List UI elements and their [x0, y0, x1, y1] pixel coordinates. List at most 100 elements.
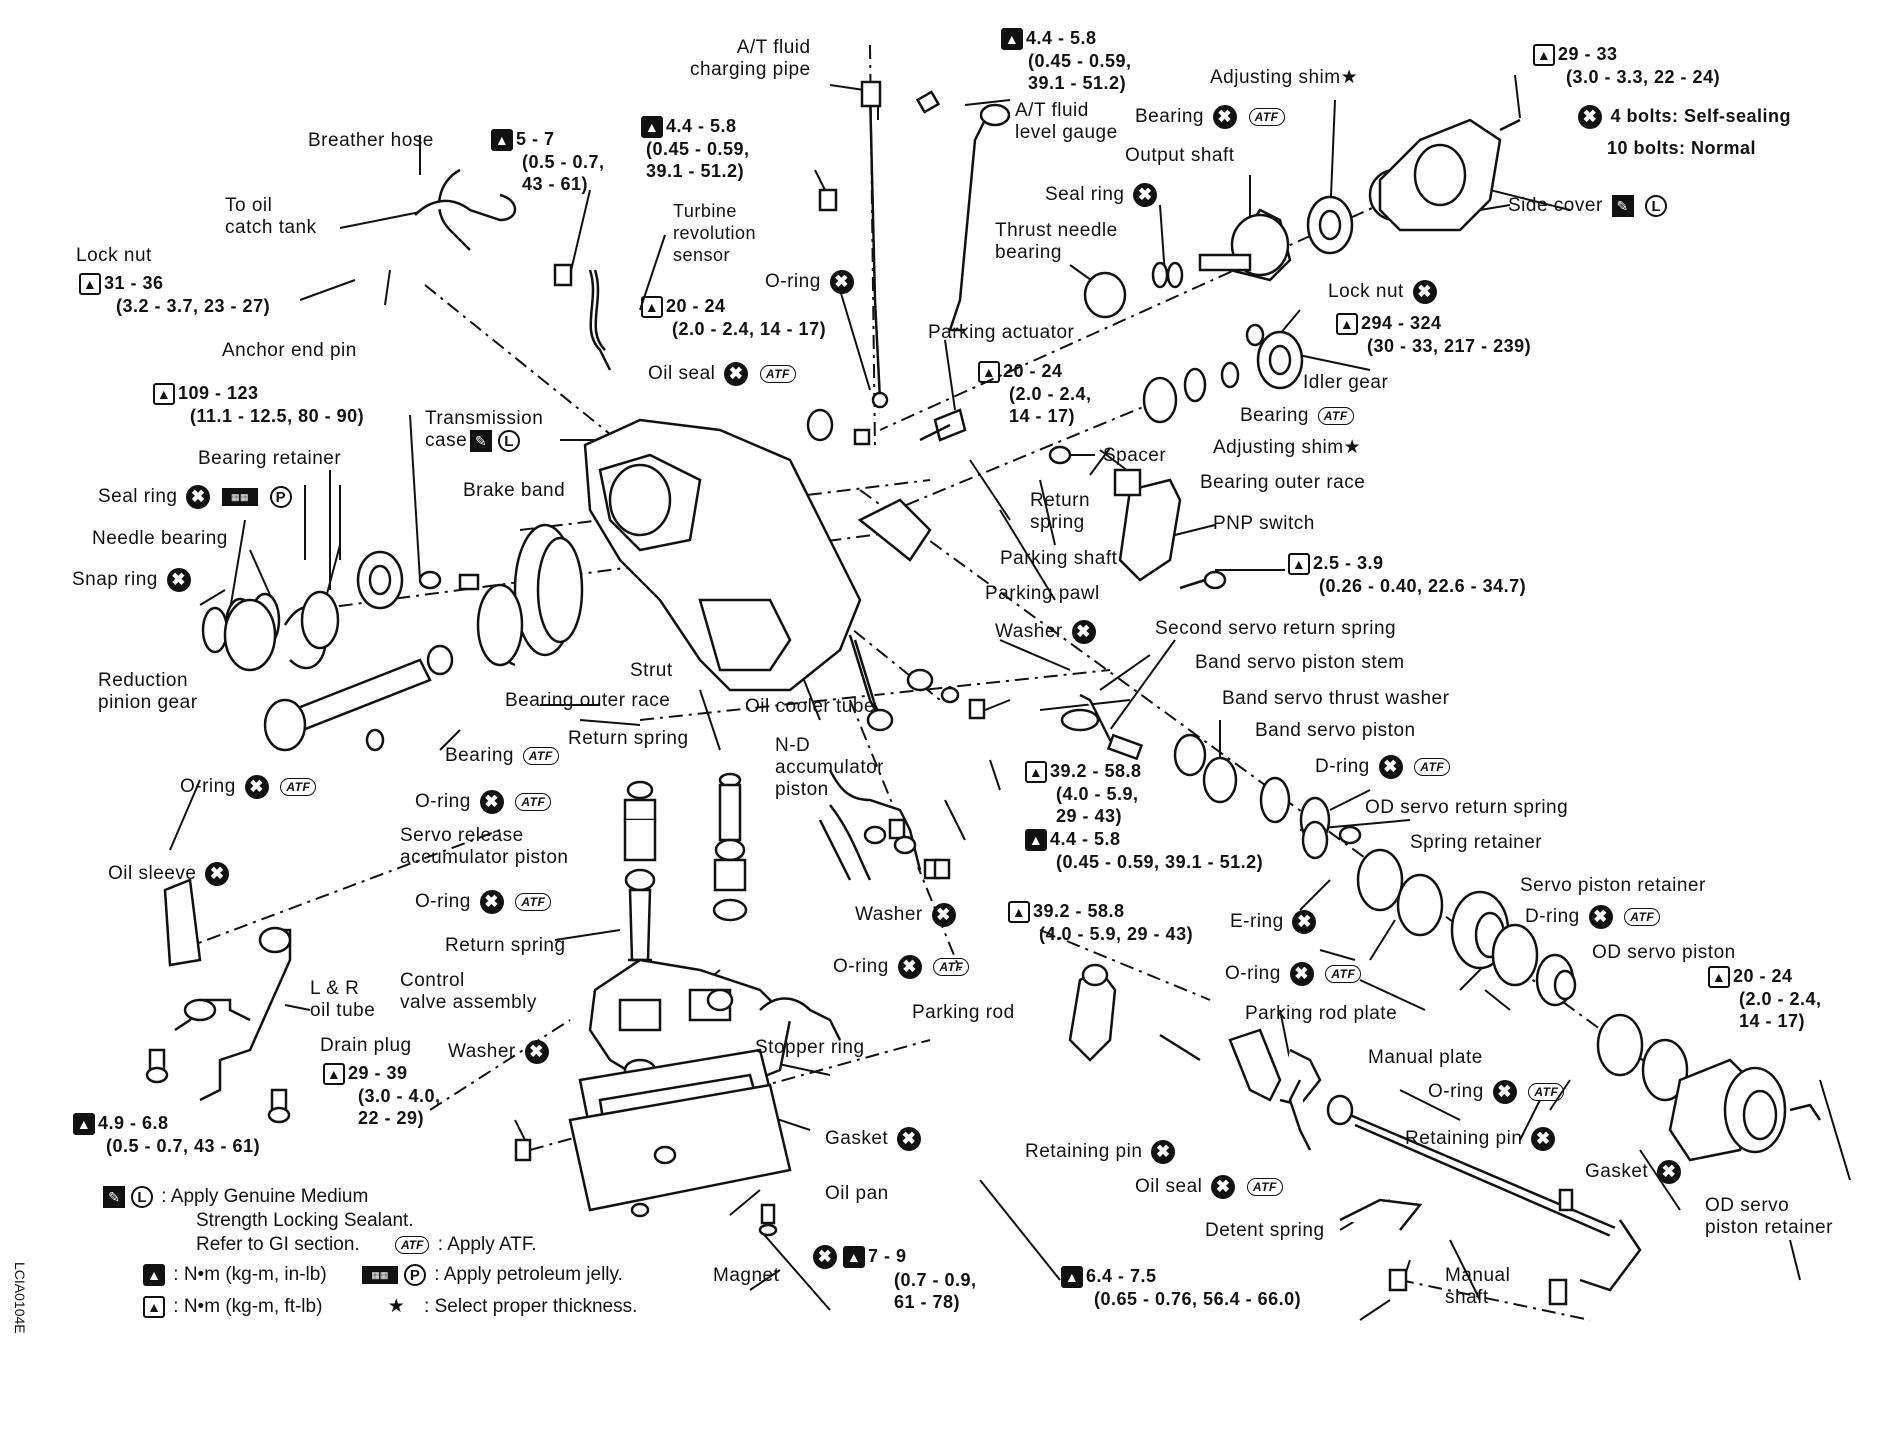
torque-label-20-24-b: ▲20 - 24 (2.0 - 2.4, 14 - 17) — [975, 360, 1092, 427]
replace-x-icon: ✖ — [186, 485, 211, 509]
label-needle-bearing: Needle bearing — [92, 528, 228, 549]
torque-label-31-36: ▲31 - 36 (3.2 - 3.7, 23 - 27) — [76, 272, 270, 317]
atf-icon: ATF — [522, 746, 559, 765]
label-transmission-case: Transmission case✎L — [425, 408, 544, 452]
torque-label-5-7: ▲5 - 7 (0.5 - 0.7, 43 - 61) — [488, 128, 605, 195]
sealant-icon: ✎ — [103, 1185, 125, 1208]
label-band-servo-piston: Band servo piston — [1255, 720, 1416, 741]
label-bearing-outer-race-right: Bearing outer race — [1200, 472, 1366, 493]
label-thrust-needle-bearing: Thrust needle bearing — [995, 220, 1118, 263]
label-parking-actuator: Parking actuator — [928, 322, 1075, 343]
label-return-spring-mid: Return spring — [568, 728, 689, 749]
label-band-servo-piston-stem: Band servo piston stem — [1195, 652, 1405, 673]
label-od-servo-piston: OD servo piston — [1592, 942, 1736, 963]
label-lock-nut-right: Lock nut ✖ — [1328, 280, 1440, 304]
torque-wrench-outline-icon: ▲ — [323, 1063, 345, 1086]
label-manual-plate: Manual plate — [1368, 1047, 1483, 1068]
torque-wrench-outline-icon: ▲ — [1025, 761, 1047, 784]
label-side-cover: Side cover ✎ L — [1508, 195, 1670, 217]
label-seal-ring-top: Seal ring ✖ — [1045, 183, 1160, 207]
torque-wrench-outline-icon: ▲ — [1288, 553, 1310, 576]
label-oil-cooler-tube: Oil cooler tube — [745, 696, 876, 717]
label-lock-nut-left: Lock nut — [76, 245, 152, 266]
replace-x-icon: ✖ — [244, 775, 269, 799]
label-servo-release-acc: Servo release accumulator piston — [400, 825, 569, 868]
sealant-icon: ✎ — [470, 430, 493, 452]
label-retaining-pin-right: Retaining pin ✖ — [1405, 1127, 1558, 1151]
label-l-r-oil-tube: L & R oil tube — [310, 978, 376, 1021]
label-bearing-top: Bearing ✖ ATF — [1135, 105, 1288, 129]
label-reduction-pinion-gear: Reduction pinion gear — [98, 670, 198, 713]
label-washer-top: Washer ✖ — [995, 620, 1099, 644]
atf-icon: ATF — [1246, 1178, 1283, 1196]
label-bearing-retainer: Bearing retainer — [198, 448, 342, 469]
label-anchor-end-pin: Anchor end pin — [222, 340, 357, 361]
label-manual-shaft: Manual shaft — [1445, 1265, 1511, 1308]
torque-label-392-b: ▲39.2 - 58.8 (4.0 - 5.9, 29 - 43) — [1005, 900, 1193, 945]
label-spacer: Spacer — [1103, 445, 1167, 466]
replace-x-icon: ✖ — [897, 955, 922, 979]
replace-x-icon: ✖ — [1378, 755, 1403, 779]
atf-icon: ATF — [1414, 758, 1451, 776]
label-e-ring: E-ring ✖ — [1230, 910, 1319, 934]
legend: ✎L : Apply Genuine Medium Strength Locki… — [100, 1185, 637, 1319]
label-parking-rod: Parking rod — [912, 1002, 1015, 1023]
star-icon: ★ — [387, 1296, 405, 1317]
label-od-servo-piston-retainer: OD servo piston retainer — [1705, 1195, 1833, 1238]
atf-icon: ATF — [515, 893, 552, 911]
torque-wrench-outline-icon: ▲ — [1336, 313, 1358, 336]
star-icon: ★ — [1343, 437, 1362, 458]
torque-label-29-39: ▲29 - 39 (3.0 - 4.0, 22 - 29) — [320, 1062, 441, 1129]
legend-row-torque-inlb: ▲ : N•m (kg-m, in-lb) ▦▦P : Apply petrol… — [140, 1263, 637, 1287]
replace-x-icon: ✖ — [166, 568, 191, 592]
legend-row-torque-ftlb: ▲ : N•m (kg-m, ft-lb) ★ : Select proper … — [140, 1295, 637, 1319]
replace-x-icon: ✖ — [1151, 1140, 1176, 1164]
replace-x-icon: ✖ — [1588, 905, 1613, 929]
torque-label-25-39: ▲2.5 - 3.9 (0.26 - 0.40, 22.6 - 34.7) — [1285, 552, 1526, 597]
atf-icon: ATF — [1528, 1083, 1565, 1101]
replace-x-icon: ✖ — [1211, 1175, 1236, 1199]
label-oil-pan: Oil pan — [825, 1183, 889, 1204]
torque-label-109: ▲109 - 123 (11.1 - 12.5, 80 - 90) — [150, 382, 364, 427]
replace-x-icon: ✖ — [829, 270, 854, 294]
star-icon: ★ — [1340, 67, 1359, 88]
label-oil-sleeve: Oil sleeve ✖ — [108, 862, 232, 886]
label-bearing-right: Bearing ATF — [1240, 405, 1357, 427]
legend-row-sealant: ✎L : Apply Genuine Medium — [100, 1185, 637, 1209]
label-breather-hose: Breather hose — [308, 130, 434, 151]
label-spring-retainer: Spring retainer — [1410, 832, 1543, 853]
torque-label-29-33: ▲29 - 33 (3.0 - 3.3, 22 - 24) — [1530, 43, 1720, 88]
label-bearing-left: Bearing ATF — [445, 745, 562, 767]
atf-icon: ATF — [1317, 406, 1354, 425]
torque-wrench-outline-icon: ▲ — [1008, 901, 1030, 924]
letter-l-icon: L — [1645, 195, 1668, 217]
atf-icon: ATF — [1624, 908, 1661, 926]
label-washer-low: Washer ✖ — [448, 1040, 552, 1064]
torque-wrench-outline-icon: ▲ — [1708, 966, 1730, 989]
petroleum-jelly-icon: ▦▦ — [361, 1265, 398, 1284]
atf-icon: ATF — [394, 1235, 430, 1254]
label-o-ring-far: O-ring ✖ ATF — [1428, 1080, 1567, 1104]
label-parking-shaft: Parking shaft — [1000, 548, 1118, 569]
torque-label-392-a: ▲39.2 - 58.8 (4.0 - 5.9, 29 - 43) — [1022, 760, 1142, 827]
torque-label-44-top: ▲4.4 - 5.8 (0.45 - 0.59, 39.1 - 51.2) — [998, 27, 1132, 94]
letter-p-icon: P — [403, 1263, 426, 1286]
label-od-servo-return-spring: OD servo return spring — [1365, 797, 1569, 818]
label-o-ring-cv: O-ring ✖ ATF — [833, 955, 972, 979]
label-o-ring-left: O-ring ✖ ATF — [180, 775, 319, 799]
label-return-spring-top: Return spring — [1030, 490, 1091, 533]
label-return-spring-low: Return spring — [445, 935, 566, 956]
label-parking-pawl: Parking pawl — [985, 583, 1100, 604]
label-control-valve: Control valve assembly — [400, 970, 537, 1013]
label-servo-piston-retainer: Servo piston retainer — [1520, 875, 1706, 896]
label-retaining-pin-left: Retaining pin ✖ — [1025, 1140, 1178, 1164]
label-brake-band: Brake band — [463, 480, 566, 501]
label-washer-mid: Washer ✖ — [855, 903, 959, 927]
label-adjusting-shim-top: Adjusting shim★ — [1210, 67, 1359, 88]
label-adjusting-shim-right: Adjusting shim★ — [1213, 437, 1362, 458]
label-drain-plug: Drain plug — [320, 1035, 412, 1056]
replace-x-icon: ✖ — [1071, 620, 1096, 644]
label-d-ring-top: D-ring ✖ ATF — [1315, 755, 1453, 779]
replace-x-icon: ✖ — [1492, 1080, 1517, 1104]
